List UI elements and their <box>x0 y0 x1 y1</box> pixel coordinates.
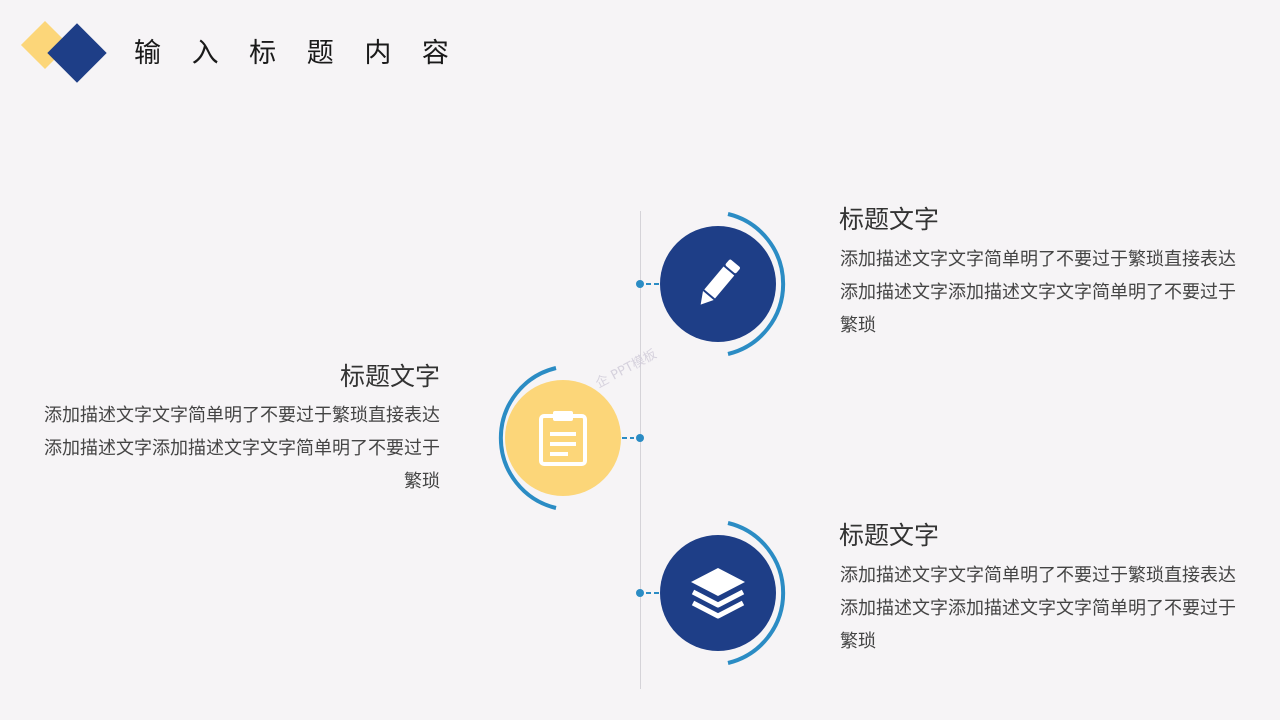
clipboard-icon <box>539 411 587 466</box>
pencil-icon <box>700 259 740 305</box>
arc-decoration <box>727 212 786 356</box>
page-title: 输 入 标 题 内 容 <box>134 38 460 69</box>
connector-dot <box>622 434 644 442</box>
arc-decoration <box>498 366 557 510</box>
logo-diamonds-icon <box>20 20 107 83</box>
arc-decoration <box>727 521 786 665</box>
item-description: 添加描述文字文字简单明了不要过于繁琐直接表达添加描述文字添加描述文字文字简单明了… <box>840 565 1236 652</box>
item-title: 标题文字 <box>839 205 940 234</box>
layers-icon <box>691 568 745 619</box>
item-description: 添加描述文字文字简单明了不要过于繁琐直接表达添加描述文字添加描述文字文字简单明了… <box>840 249 1236 336</box>
item-title: 标题文字 <box>839 521 940 550</box>
connector-dot <box>636 589 662 597</box>
node-circle <box>505 380 621 496</box>
node-circle <box>660 226 776 342</box>
item-description: 添加描述文字文字简单明了不要过于繁琐直接表达添加描述文字添加描述文字文字简单明了… <box>44 405 440 492</box>
watermark: 企 PPT模板 <box>593 346 660 392</box>
timeline-axis <box>640 211 641 689</box>
node-circle <box>660 535 776 651</box>
connector-dot <box>636 280 662 288</box>
item-title: 标题文字 <box>339 362 440 391</box>
